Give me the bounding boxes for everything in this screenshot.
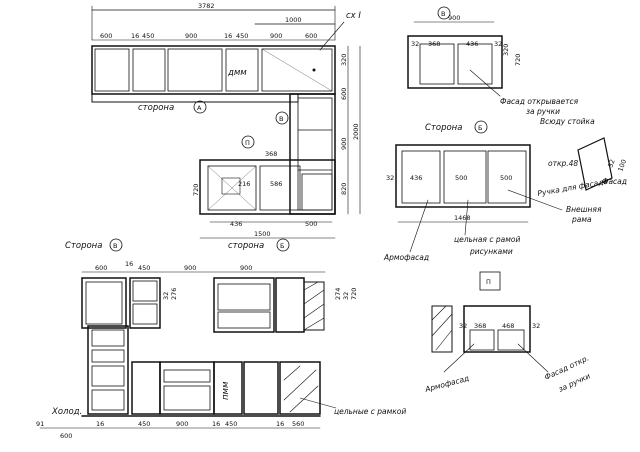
- view-v-vert-720: 720: [350, 288, 358, 300]
- lower-dim-500: 500: [305, 220, 317, 228]
- circle-p-label: П: [245, 139, 250, 147]
- view-v-vert-32a: 32: [162, 292, 170, 300]
- plan-seg-6: 450: [236, 32, 248, 40]
- plan-seg-3: 450: [142, 32, 154, 40]
- view-b-title: В: [441, 10, 445, 18]
- plan-seg-4: 900: [185, 32, 197, 40]
- side-b-note-bottom-2: рисунками: [469, 247, 513, 256]
- view-v-bottom-450a: 450: [138, 420, 150, 428]
- section-mark: сх I: [346, 11, 361, 21]
- lower-left-720: 720: [192, 184, 200, 196]
- lower-dim-586: 586: [270, 180, 282, 188]
- view-v-bottom-16a: 16: [96, 420, 104, 428]
- side-b-dim-436: 436: [410, 174, 422, 182]
- side-a-circle: А: [197, 104, 202, 112]
- side-b-label-100: 100: [616, 158, 628, 172]
- view-side-b: Сторона Б 32 436 500 500 1468 32 100 отк…: [383, 120, 628, 262]
- view-p-dim-468: 468: [502, 322, 514, 330]
- side-b-bottom-1468: 1468: [454, 214, 471, 222]
- view-v-top-450: 450: [138, 264, 150, 272]
- view-v-bottom-450b: 450: [225, 420, 237, 428]
- side-b-label: сторона: [228, 241, 264, 251]
- plan-right-dim-3: 900: [340, 138, 348, 150]
- lower-dim-216: 216: [238, 180, 250, 188]
- lower-dim-436: 436: [230, 220, 242, 228]
- view-p-title: П: [486, 278, 491, 286]
- side-b-view-title: Сторона: [425, 123, 462, 133]
- side-b-note-frame-2: рама: [571, 215, 592, 224]
- plan-seg-7: 900: [270, 32, 282, 40]
- overall-dimension: 3782: [198, 2, 215, 10]
- kitchen-plan: 3782 1000 сх I 600 16 450 900 16 450 900…: [91, 2, 361, 252]
- view-v-top-16: 16: [125, 260, 133, 268]
- plan-right-dim-1: 320: [340, 54, 348, 66]
- view-v-elevation: Сторона В 600 16 450 900 900 32 276 274 …: [36, 238, 406, 440]
- view-b-dim-900: 900: [448, 14, 460, 22]
- view-p-dim-32a: 32: [459, 322, 467, 330]
- view-v-bottom-600: 600: [60, 432, 72, 440]
- view-v-bottom-900: 900: [176, 420, 188, 428]
- view-b-dim-436: 436: [466, 40, 478, 48]
- side-a-label: сторона: [138, 103, 174, 113]
- side-b-note-hinge: откр.48: [548, 159, 578, 168]
- view-v-bottom-560: 560: [292, 420, 304, 428]
- view-v-bottom-16b: 16: [212, 420, 220, 428]
- plan-right-dim-5: 820: [340, 183, 348, 195]
- view-v-top-900b: 900: [240, 264, 252, 272]
- plan-dmm-label: дмм: [227, 68, 247, 78]
- plan-seg-2: 16: [131, 32, 139, 40]
- view-b-dim-368: 368: [428, 40, 440, 48]
- view-b-note-2: за ручки: [526, 107, 560, 116]
- view-v-vert-32b: 32: [342, 292, 350, 300]
- side-b-note-handle: Ручка для фасада: [537, 177, 609, 198]
- plan-seg-1: 600: [100, 32, 112, 40]
- side-b-note-frame-1: Внешняя: [566, 205, 602, 214]
- view-v-bottom-91: 91: [36, 420, 44, 428]
- side-b-note-armocase: Армофасад: [383, 253, 429, 262]
- view-b-dim-32a: 32: [411, 40, 419, 48]
- side-b-circle: Б: [280, 242, 284, 250]
- view-b-note-3: Всюду стойка: [540, 117, 595, 126]
- view-p: П 32 368 468 32 Армофасад Фасад откр. за…: [423, 271, 592, 395]
- side-b-label-32: 32: [606, 158, 616, 169]
- plan-bottom-1500: 1500: [254, 230, 271, 238]
- view-p-dim-368: 368: [474, 322, 486, 330]
- plan-right-dim-2: 600: [340, 88, 348, 100]
- view-b-top: В 900 32 368 436 32 320 720 Фасад открыв…: [407, 6, 595, 126]
- plan-seg-8: 600: [305, 32, 317, 40]
- view-b-side-720: 720: [514, 54, 522, 66]
- circle-b-label: В: [279, 115, 283, 123]
- view-v-bottom-16c: 16: [276, 420, 284, 428]
- side-b-note-bottom-1: цельная с рамой: [454, 235, 520, 244]
- top-right-dimension: 1000: [285, 16, 302, 24]
- side-b-dim-32: 32: [386, 174, 394, 182]
- view-v-left-label: Холод.: [51, 407, 82, 417]
- view-v-title: Сторона: [65, 241, 102, 251]
- lower-dim-368: 368: [265, 150, 277, 158]
- side-b-dim-500b: 500: [500, 174, 512, 182]
- side-b-dim-500a: 500: [455, 174, 467, 182]
- side-b-view-circle: Б: [478, 124, 482, 132]
- view-b-note-1: Фасад открывается: [500, 97, 579, 106]
- view-v-circle: В: [113, 242, 117, 250]
- side-b-note-cover: Фасад: [602, 177, 627, 186]
- plan-right-dim-4: 2000: [352, 123, 360, 140]
- view-b-side-320: 320: [502, 44, 510, 56]
- view-b-dim-32b: 32: [494, 40, 502, 48]
- view-p-dim-32b: 32: [532, 322, 540, 330]
- view-v-note-frame: цельные с рамкой: [334, 407, 406, 416]
- view-v-vert-276: 276: [170, 288, 178, 300]
- view-v-top-900a: 900: [184, 264, 196, 272]
- view-v-vert-274: 274: [334, 288, 342, 300]
- view-v-dmm: пмм: [221, 381, 231, 400]
- view-p-note-armo: Армофасад: [423, 374, 470, 395]
- view-v-top-600: 600: [95, 264, 107, 272]
- plan-seg-5: 16: [224, 32, 232, 40]
